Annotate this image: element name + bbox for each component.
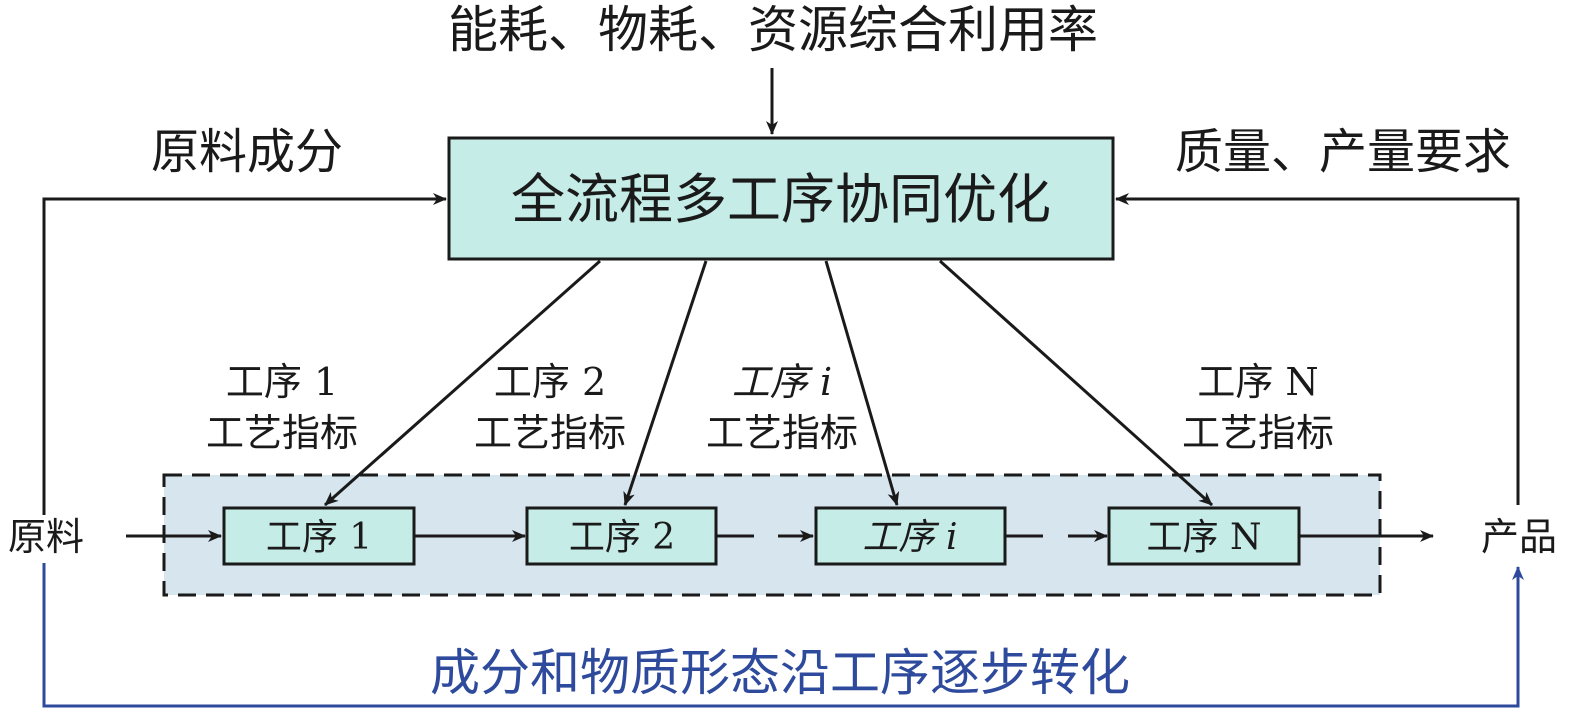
right-label: 质量、产量要求 [1175,124,1511,180]
process-box-n-label: 工序 N [1147,517,1262,558]
top-label: 能耗、物耗、资源综合利用率 [448,1,1098,59]
control-arrow-i [824,260,900,506]
process-box-i-label: 工序 i [863,517,958,558]
process-1-label-line2: 工艺指标 [206,411,358,455]
transformation-arrow [42,563,1524,708]
center-box [447,136,1115,261]
process-n-label-line1: 工序 N [1197,360,1318,404]
output-label: 产品 [1481,515,1557,559]
process-2-label-line2: 工艺指标 [474,411,626,455]
process-1-label-line1: 工序 1 [226,360,338,404]
input-label: 原料 [8,515,84,559]
process-box-1 [222,506,416,566]
process-box-2-label: 工序 2 [569,517,675,558]
left-feedback-arrow [42,193,447,515]
bottom-label: 成分和物质形态沿工序逐步转化 [430,644,1130,702]
process-2-label-line1: 工序 2 [494,360,606,404]
right-feedback-arrow [1115,193,1520,505]
center-box-label: 全流程多工序协同优化 [511,168,1051,231]
process-box-i [814,506,1007,566]
process-i-label-line2: 工艺指标 [706,411,858,455]
process-box-1-label: 工序 1 [266,517,372,558]
control-arrow-2 [623,260,708,506]
left-label: 原料成分 [151,124,343,180]
control-arrow-1 [324,259,601,507]
process-box-n [1107,506,1301,566]
process-i-label-line1: 工序 i [732,360,832,404]
process-box-2 [525,506,718,566]
process-n-label-line2: 工艺指标 [1182,411,1334,455]
control-arrow-n [938,259,1214,507]
